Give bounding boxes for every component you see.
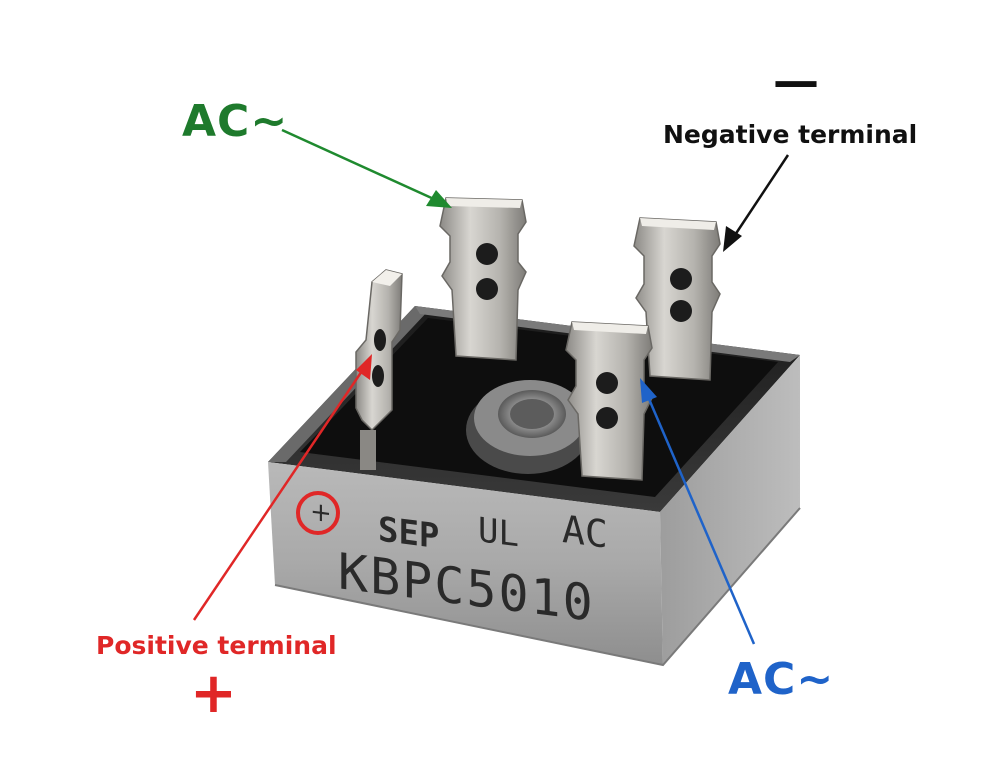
body-side-face: [660, 355, 800, 665]
label-ac-bottom: AC~: [728, 654, 835, 705]
label-negative-terminal: Negative terminal: [663, 120, 918, 149]
label-positive-terminal: Positive terminal: [96, 631, 337, 660]
label-positive-sign: +: [190, 661, 237, 726]
marking-logo: SEP: [378, 510, 439, 558]
arrow-negative: [723, 154, 790, 252]
terminal-negative: [633, 217, 721, 381]
body-front-face: [268, 462, 663, 665]
positive-marking-circle: [296, 491, 340, 535]
marking-ac: AC: [562, 507, 608, 557]
arrow-positive: [192, 354, 372, 621]
terminal-positive: [355, 269, 403, 470]
marking-ul: UL: [478, 510, 519, 555]
label-ac-top: AC~: [182, 96, 289, 147]
arrow-ac-top: [281, 128, 452, 208]
marking-plus: +: [310, 497, 332, 530]
mounting-hole: [466, 380, 590, 474]
label-negative-sign: —: [773, 54, 819, 108]
terminal-ac-bottom: [565, 321, 653, 481]
arrow-ac-bottom: [640, 378, 756, 645]
terminal-ac-top: [439, 197, 527, 361]
